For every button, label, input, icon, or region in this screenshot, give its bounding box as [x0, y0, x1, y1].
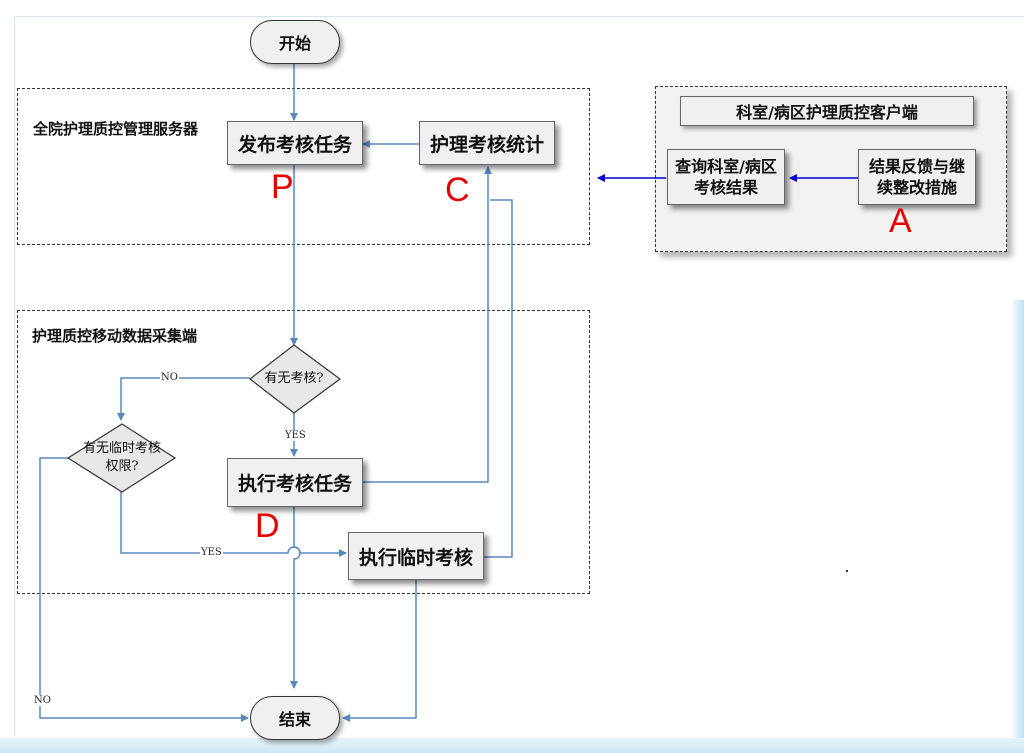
end-node[interactable]: 结束 — [250, 696, 340, 740]
decision-temp-permission-label: 有无临时考核 权限? — [82, 441, 161, 474]
server-region — [17, 88, 590, 245]
edge-permission-yes — [120, 492, 347, 557]
frame-bottom-edge — [0, 738, 1024, 753]
frame-right-edge — [1010, 300, 1024, 740]
edge-decision-no — [117, 377, 250, 421]
query-results-box[interactable]: 查询科室/病区 考核结果 — [667, 149, 785, 205]
feedback-box[interactable]: 结果反馈与继 续整改措施 — [858, 149, 976, 205]
edge-temp-to-stats — [484, 199, 513, 558]
decision-temp-permission-shape — [66, 423, 177, 493]
edge-permission-no — [39, 457, 249, 722]
pdca-letter-p: P — [271, 168, 294, 206]
mobile-region-label: 护理质控移动数据采集端 — [32, 327, 198, 345]
frame-top-border — [14, 16, 1024, 17]
edge-label-yes-2: YES — [200, 547, 223, 558]
client-region-title: 科室/病区护理质控客户端 — [680, 96, 974, 126]
execute-temp-box[interactable]: 执行临时考核 — [348, 532, 484, 580]
pdca-letter-c: C — [445, 171, 470, 209]
stray-dot — [846, 570, 848, 572]
execute-task-box[interactable]: 执行考核任务 — [227, 458, 363, 507]
mobile-region — [17, 310, 590, 594]
nursing-stats-box[interactable]: 护理考核统计 — [419, 121, 555, 165]
pdca-letter-a: A — [889, 202, 912, 240]
edge-label-no-2: NO — [33, 695, 52, 706]
server-region-label: 全院护理质控管理服务器 — [33, 120, 199, 138]
edge-execute-to-stats — [363, 166, 492, 483]
publish-task-box[interactable]: 发布考核任务 — [227, 121, 363, 165]
edge-label-no-1: NO — [160, 372, 179, 383]
pdca-letter-d: D — [255, 507, 280, 545]
decision-has-assessment-shape — [249, 344, 342, 414]
edge-temp-to-end — [342, 580, 417, 722]
decision-has-assessment-label: 有无考核? — [264, 371, 324, 386]
edge-label-yes-1: YES — [284, 430, 307, 441]
start-node[interactable]: 开始 — [250, 20, 340, 64]
edge-execute-to-end — [290, 507, 301, 689]
frame-left-border — [14, 16, 15, 736]
